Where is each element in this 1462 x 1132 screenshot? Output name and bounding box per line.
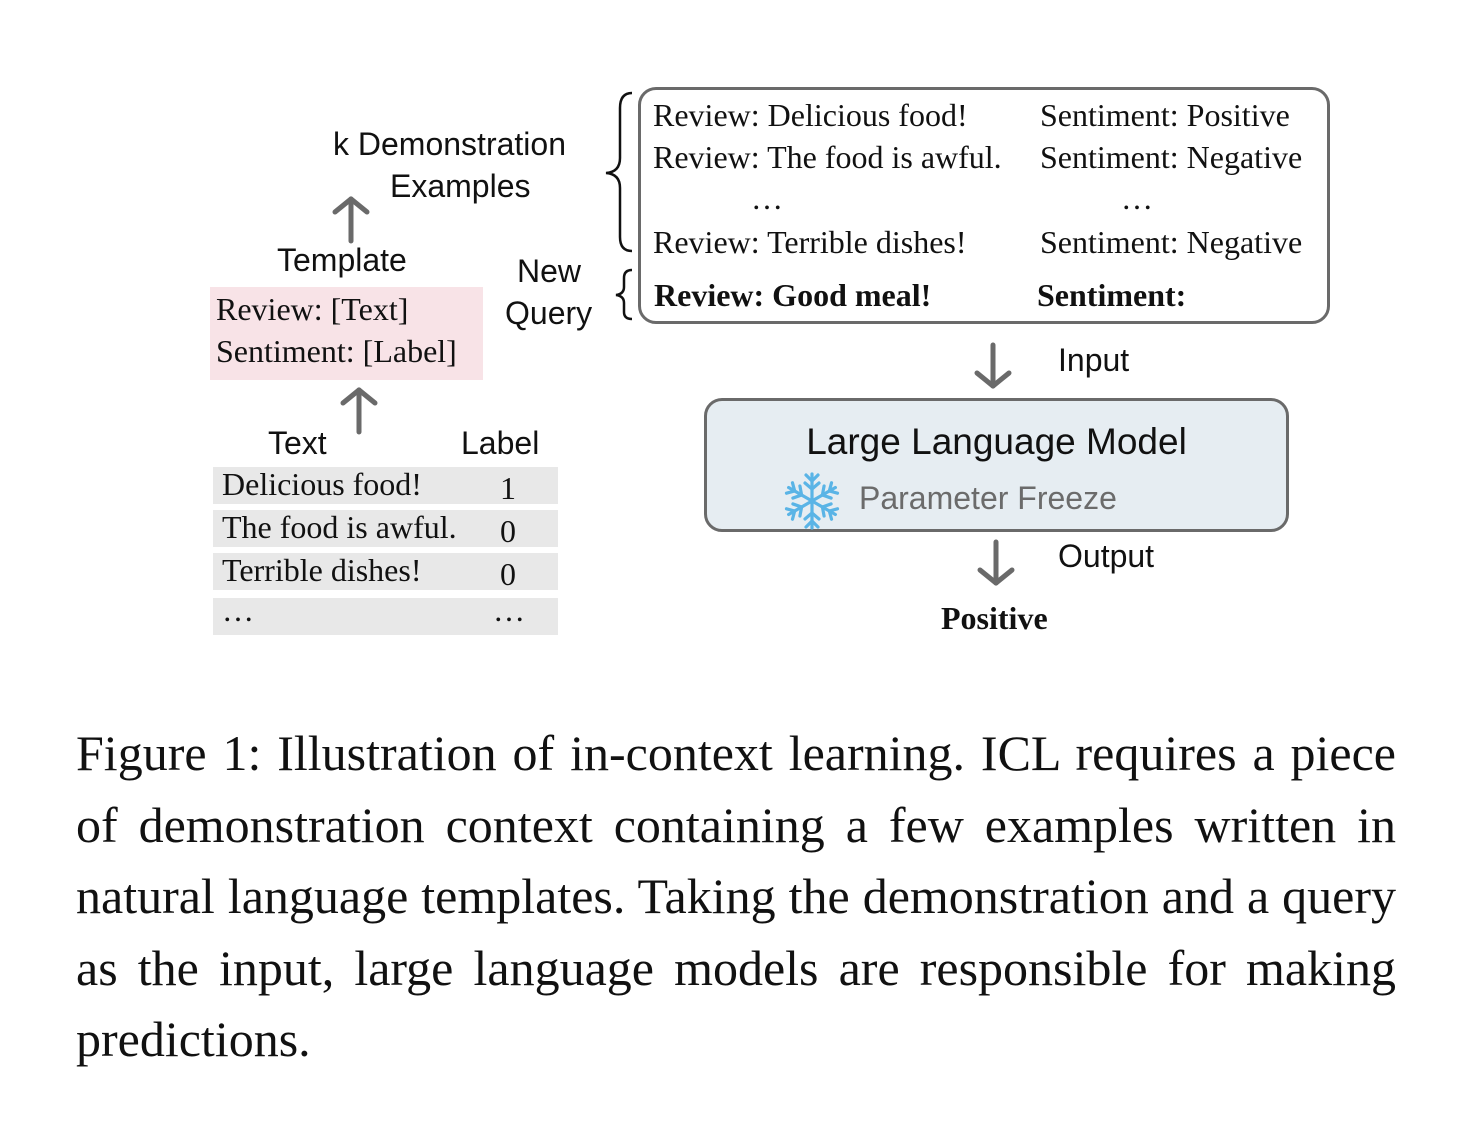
demo-sentiment-1: Sentiment: Positive [1040, 97, 1290, 133]
table-row: The food is awful. 0 [213, 509, 558, 549]
table-cell-text: Delicious food! [222, 466, 422, 502]
query-review-prefix: Review: [654, 277, 765, 313]
table-cell-label: 1 [500, 470, 516, 506]
arrow-up-template-icon [340, 387, 378, 435]
new-query-label-line-2: Query [505, 295, 593, 331]
demo-sentiment-3: Sentiment: Negative [1040, 224, 1303, 260]
table-cell-text: … [222, 592, 254, 628]
table-cell-text: The food is awful. [222, 509, 457, 545]
output-label: Output [1058, 538, 1155, 574]
demo-ellipsis-review: … [751, 180, 783, 216]
table-row: Terrible dishes! 0 [213, 552, 558, 592]
input-label: Input [1058, 342, 1130, 378]
large-language-model-box: Large Language Model Parameter Freeze [704, 398, 1289, 532]
query-sentiment: Sentiment: [1037, 277, 1187, 313]
arrow-down-input-icon [974, 342, 1012, 389]
output-value: Positive [941, 600, 1048, 636]
model-title: Large Language Model [806, 421, 1187, 462]
table-row: Delicious food! 1 [213, 466, 558, 506]
table-row: … … [213, 592, 558, 635]
table-cell-text: Terrible dishes! [222, 552, 422, 588]
template-box: Review: [Text] Sentiment: [Label] [210, 287, 483, 380]
demonstration-label-line-1: k Demonstration [333, 126, 566, 162]
table-cell-label: … [493, 592, 525, 628]
demo-review-3: Review: Terrible dishes! [653, 224, 967, 260]
curly-brace-new-query [615, 268, 633, 321]
query-review: Review: Good meal! [654, 277, 931, 314]
table-cell-label: 0 [500, 556, 516, 592]
template-line-sentiment: Sentiment: [Label] [216, 333, 457, 369]
arrow-up-demonstrations-icon [332, 196, 370, 244]
template-label: Template [277, 242, 407, 278]
demonstration-context-box: Review: Delicious food! Sentiment: Posit… [638, 87, 1330, 324]
table-header-text: Text [268, 425, 327, 461]
template-line-review: Review: [Text] [216, 291, 409, 327]
demo-review-2: Review: The food is awful. [653, 139, 1002, 175]
table-header-label: Label [461, 425, 540, 461]
curly-brace-demonstrations [605, 91, 633, 253]
demo-ellipsis-sentiment: … [1121, 180, 1153, 216]
table-cell-label: 0 [500, 513, 516, 549]
snowflake-icon [783, 472, 841, 530]
demo-sentiment-2: Sentiment: Negative [1040, 139, 1303, 175]
model-subtitle: Parameter Freeze [859, 480, 1117, 516]
arrow-down-output-icon [977, 539, 1015, 586]
figure-caption: Figure 1: Illustration of in-context lea… [76, 725, 1396, 1067]
new-query-label-line-1: New [517, 253, 582, 289]
demo-review-1: Review: Delicious food! [653, 97, 968, 133]
demonstration-label-line-2: Examples [390, 168, 531, 204]
query-review-text: Good meal! [772, 277, 932, 313]
